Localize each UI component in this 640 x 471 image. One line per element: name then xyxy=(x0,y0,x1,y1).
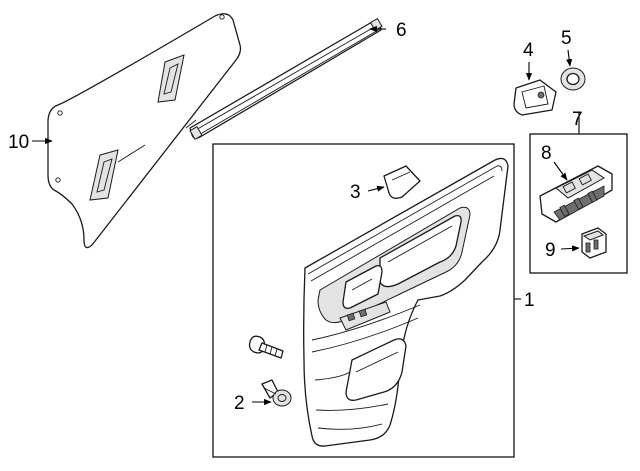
water-shield-part-10 xyxy=(47,13,242,249)
push-clip-part-2 xyxy=(261,379,292,407)
callout-10: 10 xyxy=(8,132,29,153)
callout-9: 9 xyxy=(545,240,556,261)
single-switch-part-9 xyxy=(581,227,607,259)
bracket-part-4 xyxy=(513,79,557,116)
door-trim-panel-frame xyxy=(212,143,515,458)
callout-5: 5 xyxy=(561,28,572,49)
callout-3: 3 xyxy=(350,182,361,203)
door-trim-panel-part-1 xyxy=(303,157,509,447)
callout-2: 2 xyxy=(234,393,245,414)
callout-1: 1 xyxy=(524,290,535,311)
grommet-part-5 xyxy=(560,67,586,91)
leader-lines xyxy=(32,25,580,406)
trim-screw xyxy=(248,335,284,359)
insulator-pad-part-3 xyxy=(383,165,421,199)
shield-clip-slot-upper xyxy=(157,54,185,103)
callout-6: 6 xyxy=(396,20,407,41)
window-switch-part-8 xyxy=(539,165,613,223)
callout-8: 8 xyxy=(541,143,552,164)
callout-4: 4 xyxy=(523,40,534,61)
shield-clip-slot-lower xyxy=(89,149,119,201)
callout-labels: 10 6 4 5 7 8 9 3 1 2 xyxy=(8,20,583,414)
callout-7: 7 xyxy=(572,109,583,130)
